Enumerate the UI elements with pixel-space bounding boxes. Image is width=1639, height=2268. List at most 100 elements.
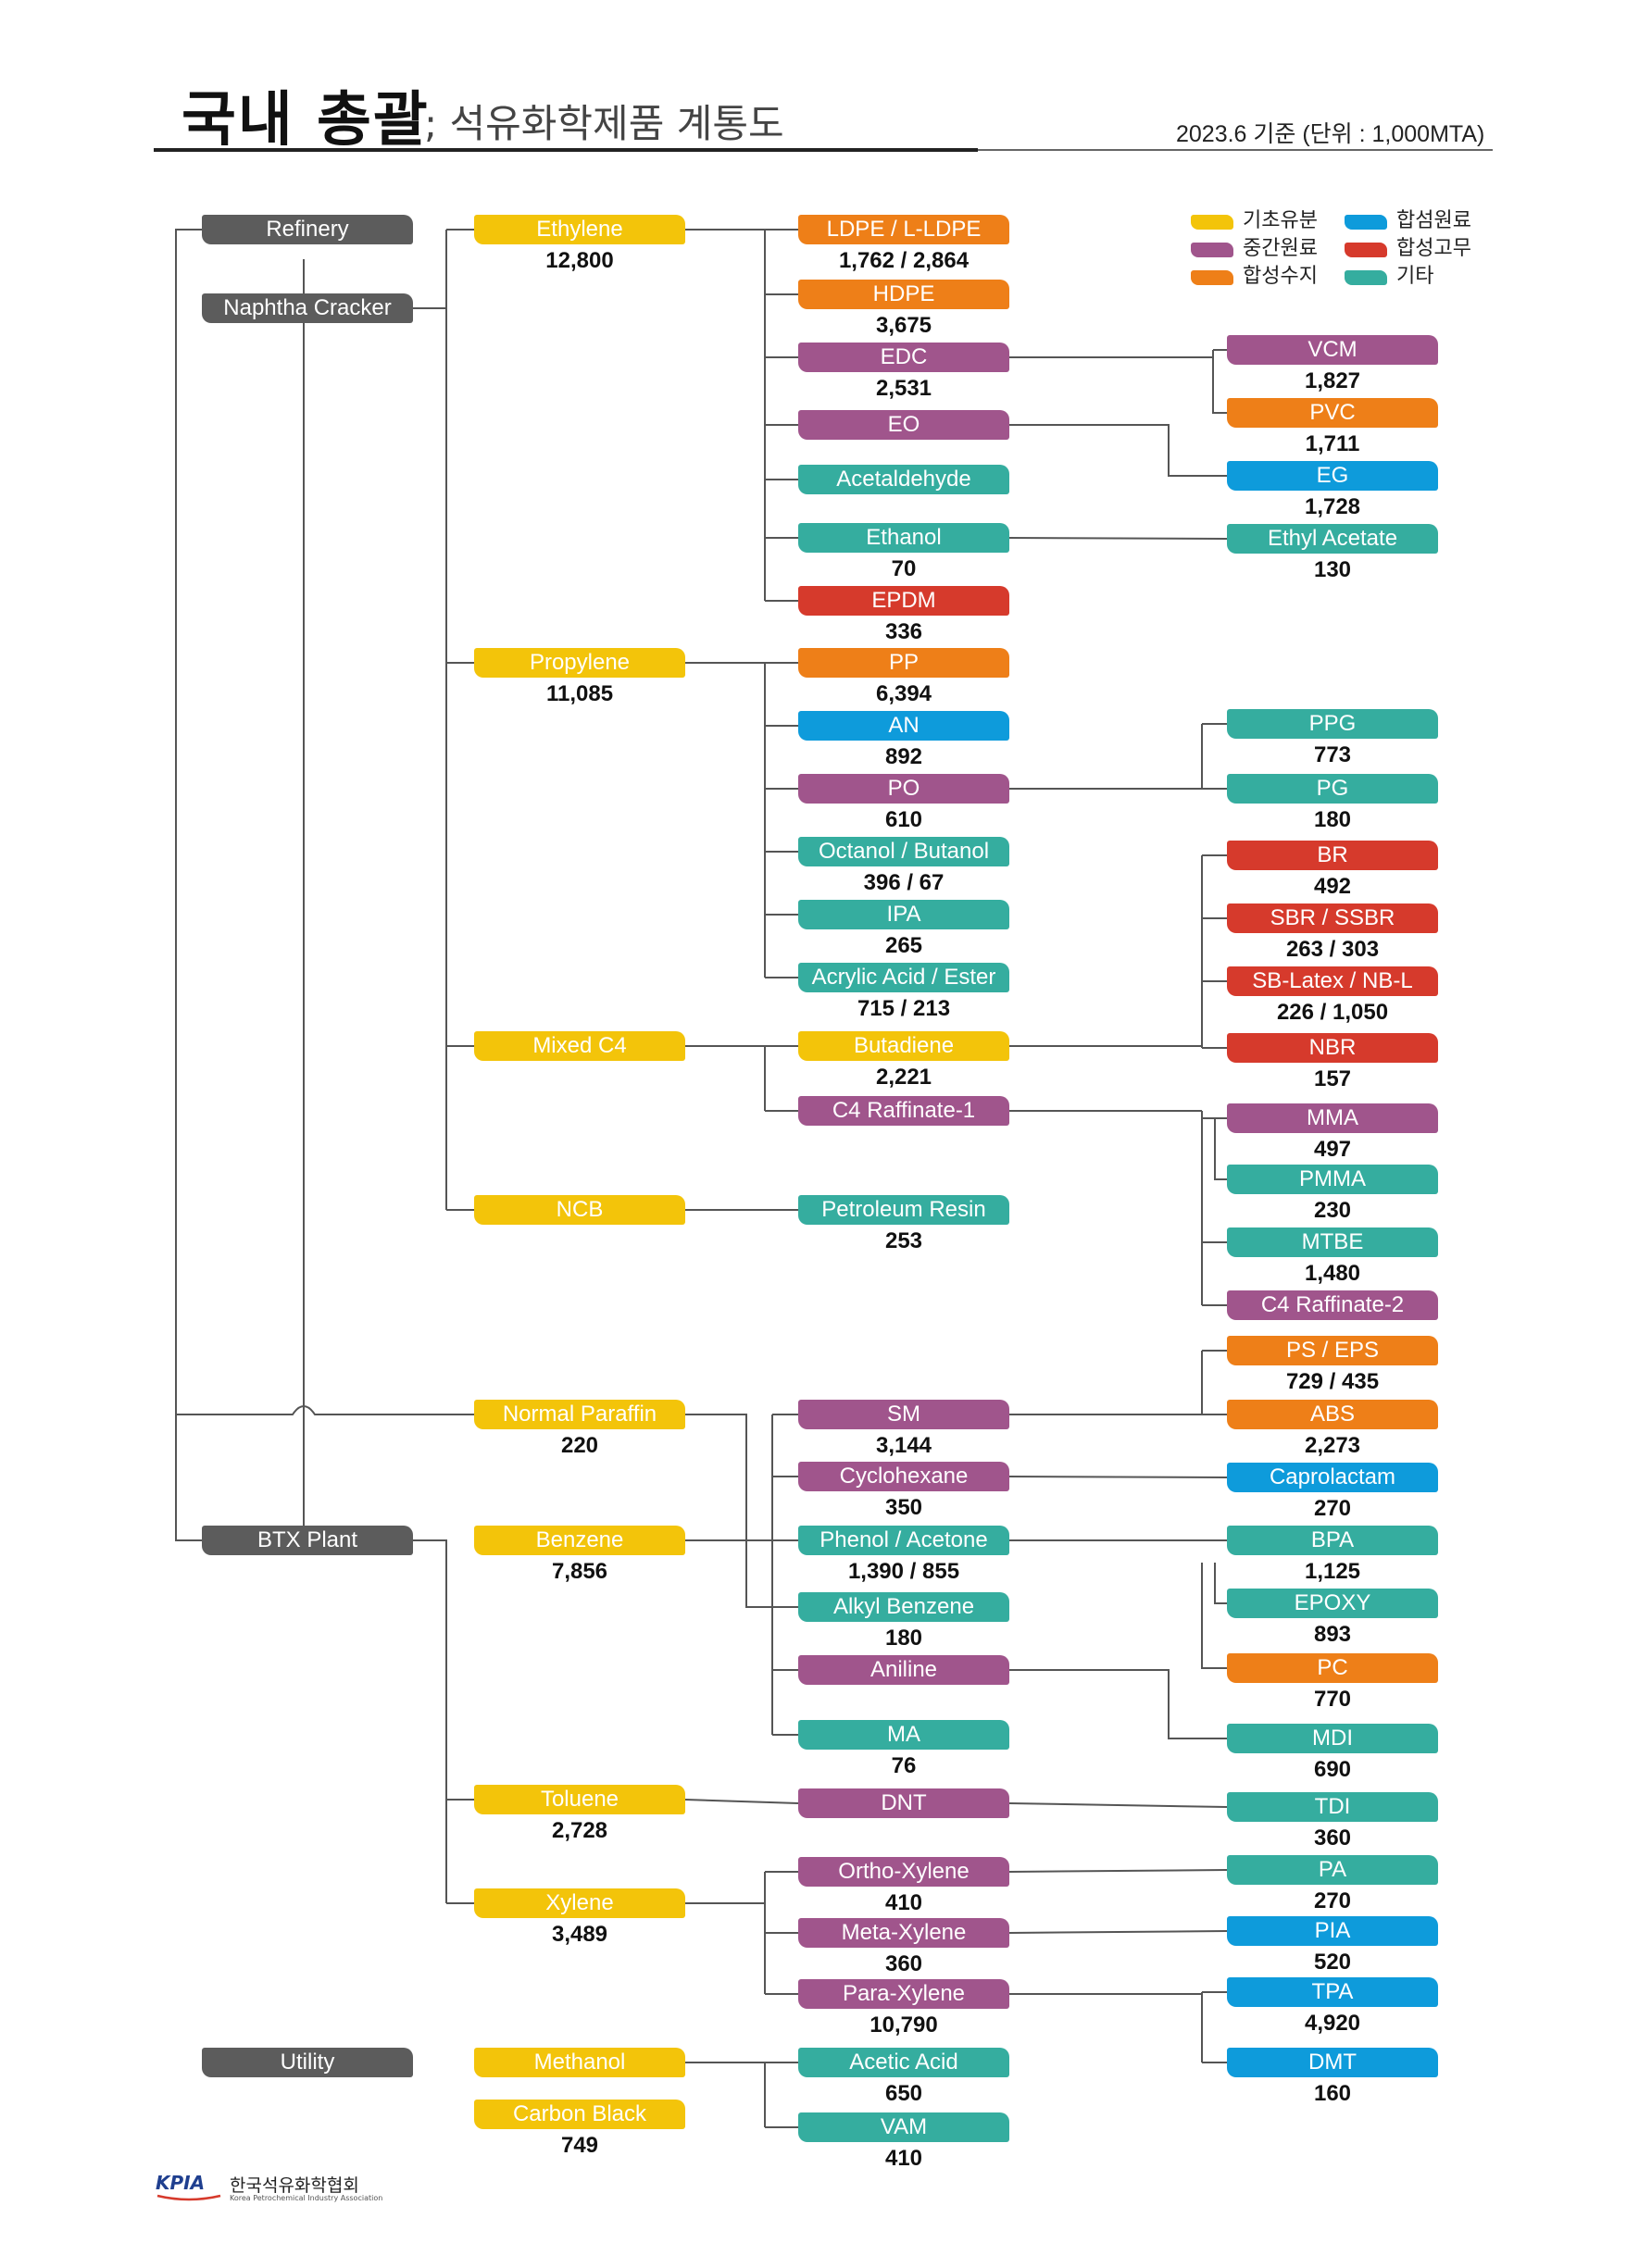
node-pc: PC — [1227, 1653, 1438, 1683]
node-value-phenol: 1,390 / 855 — [847, 1559, 960, 1584]
node-value-br: 492 — [1313, 874, 1352, 899]
node-petresin: Petroleum Resin — [798, 1195, 1009, 1225]
node-mixedc4: Mixed C4 — [474, 1031, 685, 1061]
node-value-an: 892 — [884, 744, 923, 769]
node-ethylene: Ethylene — [474, 215, 685, 244]
node-acetaldehyde: Acetaldehyde — [798, 465, 1009, 494]
logo-swoosh-icon — [156, 2194, 221, 2201]
node-value-xylene: 3,489 — [551, 1922, 608, 1947]
node-pp: PP — [798, 648, 1009, 678]
node-value-alkylbenzene: 180 — [884, 1626, 923, 1651]
node-mdi: MDI — [1227, 1724, 1438, 1753]
node-an: AN — [798, 711, 1009, 741]
legend-swatch — [1345, 243, 1387, 257]
node-caprolactam: Caprolactam — [1227, 1463, 1438, 1492]
legend-swatch — [1345, 270, 1387, 285]
node-btx: BTX Plant — [202, 1526, 413, 1555]
node-value-pc: 770 — [1313, 1687, 1352, 1712]
legend-label: 합성수지 — [1243, 265, 1318, 288]
btx-bus-line — [413, 1539, 447, 1903]
node-value-vcm: 1,827 — [1304, 368, 1361, 393]
node-value-carbonblack: 749 — [560, 2133, 599, 2158]
node-epoxy: EPOXY — [1227, 1589, 1438, 1618]
node-value-sblatex: 226 / 1,050 — [1276, 1000, 1389, 1025]
node-pxylene: Para-Xylene — [798, 1979, 1009, 2009]
node-dmt: DMT — [1227, 2048, 1438, 2077]
org-name-korean: 한국석유화학협회 — [230, 2175, 359, 2196]
node-refinery: Refinery — [202, 215, 413, 244]
node-value-eg: 1,728 — [1304, 494, 1361, 519]
node-value-mma: 497 — [1313, 1137, 1352, 1162]
node-mxylene: Meta-Xylene — [798, 1918, 1009, 1948]
bpa-to-pc-line — [1201, 1563, 1227, 1669]
node-value-hdpe: 3,675 — [875, 313, 932, 338]
node-value-petresin: 253 — [884, 1228, 923, 1253]
node-ps: PS / EPS — [1227, 1336, 1438, 1365]
node-value-tpa: 4,920 — [1304, 2011, 1361, 2036]
node-value-pmma: 230 — [1313, 1198, 1352, 1223]
node-value-propylene: 11,085 — [545, 681, 614, 706]
node-pmma: PMMA — [1227, 1165, 1438, 1194]
legend-swatch — [1191, 270, 1233, 285]
node-tdi: TDI — [1227, 1792, 1438, 1822]
node-value-abs: 2,273 — [1304, 1433, 1361, 1458]
node-value-pp: 6,394 — [875, 681, 932, 706]
node-value-mxylene: 360 — [884, 1951, 923, 1976]
node-value-pg: 180 — [1313, 807, 1352, 832]
mma-to-pmma-line — [1214, 1118, 1227, 1180]
node-aceticacid: Acetic Acid — [798, 2048, 1009, 2077]
node-propylene: Propylene — [474, 648, 685, 678]
legend-swatch — [1191, 215, 1233, 230]
node-mtbe: MTBE — [1227, 1227, 1438, 1257]
vcm-to-pvc-line — [1212, 350, 1227, 414]
node-xylene: Xylene — [474, 1888, 685, 1918]
node-pa: PA — [1227, 1855, 1438, 1885]
node-eg: EG — [1227, 461, 1438, 491]
node-phenol: Phenol / Acetone — [798, 1526, 1009, 1555]
legend-swatch — [1345, 215, 1387, 230]
node-value-mdi: 690 — [1313, 1757, 1352, 1782]
node-value-vam: 410 — [884, 2146, 923, 2171]
node-carbonblack: Carbon Black — [474, 2100, 685, 2129]
node-value-ethylene: 12,800 — [545, 248, 614, 273]
node-br: BR — [1227, 841, 1438, 870]
node-edc: EDC — [798, 343, 1009, 372]
node-value-oxylene: 410 — [884, 1890, 923, 1915]
node-nparaffin: Normal Paraffin — [474, 1400, 685, 1429]
date-unit-note: 2023.6 기준 (단위 : 1,000MTA) — [1176, 121, 1485, 147]
node-alkylbenzene: Alkyl Benzene — [798, 1592, 1009, 1622]
kpia-logo: KPIA 한국석유화학협회 Korea Petrochemical Indust… — [156, 2170, 387, 2207]
node-c4raff1: C4 Raffinate-1 — [798, 1096, 1009, 1126]
node-oxylene: Ortho-Xylene — [798, 1857, 1009, 1887]
node-value-po: 610 — [884, 807, 923, 832]
node-ma: MA — [798, 1720, 1009, 1750]
legend-label: 기타 — [1396, 265, 1434, 288]
node-nbr: NBR — [1227, 1033, 1438, 1063]
org-name-english: Korea Petrochemical Industry Association — [230, 2194, 383, 2202]
node-abs: ABS — [1227, 1400, 1438, 1429]
node-value-tdi: 360 — [1313, 1826, 1352, 1851]
node-methanol: Methanol — [474, 2048, 685, 2077]
node-c4raff2: C4 Raffinate-2 — [1227, 1290, 1438, 1320]
node-value-bpa: 1,125 — [1304, 1559, 1361, 1584]
node-value-cyclohexane: 350 — [884, 1495, 923, 1520]
node-acrylic: Acrylic Acid / Ester — [798, 963, 1009, 992]
node-value-sm: 3,144 — [875, 1433, 932, 1458]
node-cyclohexane: Cyclohexane — [798, 1462, 1009, 1491]
node-vcm: VCM — [1227, 335, 1438, 365]
node-hdpe: HDPE — [798, 280, 1009, 309]
page-subtitle: ; 석유화학제품 계통도 — [424, 101, 784, 146]
legend-label: 합성고무 — [1396, 237, 1471, 260]
title-underline — [154, 148, 978, 152]
node-value-pia: 520 — [1313, 1950, 1352, 1975]
node-naphtha: Naphtha Cracker — [202, 293, 413, 323]
node-toluene: Toluene — [474, 1785, 685, 1814]
toluene-to-dnt-line — [684, 1799, 799, 1804]
node-sbr: SBR / SSBR — [1227, 903, 1438, 933]
node-value-caprolactam: 270 — [1313, 1496, 1352, 1521]
node-value-ps: 729 / 435 — [1285, 1369, 1380, 1394]
node-value-edc: 2,531 — [875, 376, 932, 401]
node-value-nbr: 157 — [1313, 1066, 1352, 1091]
